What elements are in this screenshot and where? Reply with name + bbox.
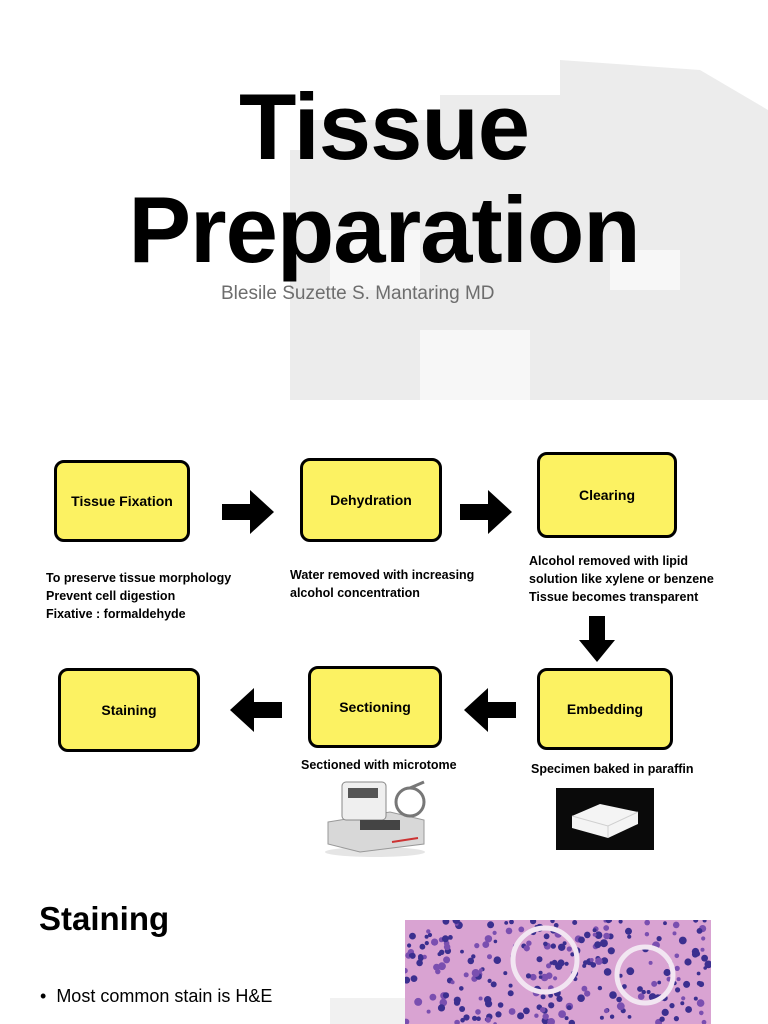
dehydration-description: Water removed with increasing alcohol co… [290, 566, 474, 602]
title-line-2: Preparation [128, 177, 640, 282]
title-slide: Tissue Preparation Blesile Suzette S. Ma… [0, 0, 768, 400]
title-line-1: Tissue [238, 74, 530, 179]
fixation-description: To preserve tissue morphology Prevent ce… [46, 569, 231, 623]
fixation-desc-line: Prevent cell digestion [46, 589, 176, 603]
author-name: Blesile Suzette S. Mantaring MD [221, 283, 495, 304]
dehydration-desc-line: Water removed with increasing [290, 568, 475, 582]
paraffin-block-image [556, 788, 654, 850]
clearing-desc-line: Alcohol removed with lipid [529, 554, 689, 568]
flowchart-slide: Tissue Fixation Dehydration Clearing Emb… [0, 430, 768, 870]
he-stain-micrograph-image [405, 920, 711, 1024]
clearing-description: Alcohol removed with lipid solution like… [529, 552, 714, 606]
step-staining: Staining [58, 668, 200, 752]
step-embedding: Embedding [537, 668, 673, 750]
sectioning-description: Sectioned with microtome [301, 756, 457, 774]
step-dehydration: Dehydration [300, 458, 442, 542]
arrow-left-icon [464, 688, 516, 732]
arrow-right-icon [222, 490, 274, 534]
fixation-desc-line: Fixative : formaldehyde [46, 607, 186, 621]
dehydration-desc-line: alcohol concentration [290, 586, 420, 600]
slide-heading: Staining [39, 900, 170, 937]
bullet-text: Most common stain is H&E [56, 986, 273, 1006]
clearing-desc-line: Tissue becomes transparent [529, 590, 699, 604]
embedding-desc-line: Specimen baked in paraffin [531, 762, 694, 776]
step-clearing: Clearing [537, 452, 677, 538]
embedding-description: Specimen baked in paraffin [531, 760, 694, 778]
microscope-watermark-icon [290, 60, 768, 400]
staining-slide: Staining • Most common stain is H&E [0, 878, 768, 1024]
sectioning-desc-line: Sectioned with microtome [301, 758, 457, 772]
fixation-desc-line: To preserve tissue morphology [46, 571, 232, 585]
step-sectioning: Sectioning [308, 666, 442, 748]
arrow-down-icon [579, 616, 615, 662]
microtome-image [325, 780, 426, 857]
step-tissue-fixation: Tissue Fixation [54, 460, 190, 542]
bullet-icon: • [40, 986, 47, 1006]
arrow-left-icon [230, 688, 282, 732]
arrow-right-icon [460, 490, 512, 534]
bullet-item: • Most common stain is H&E [40, 986, 272, 1007]
clearing-desc-line: solution like xylene or benzene [529, 572, 714, 586]
